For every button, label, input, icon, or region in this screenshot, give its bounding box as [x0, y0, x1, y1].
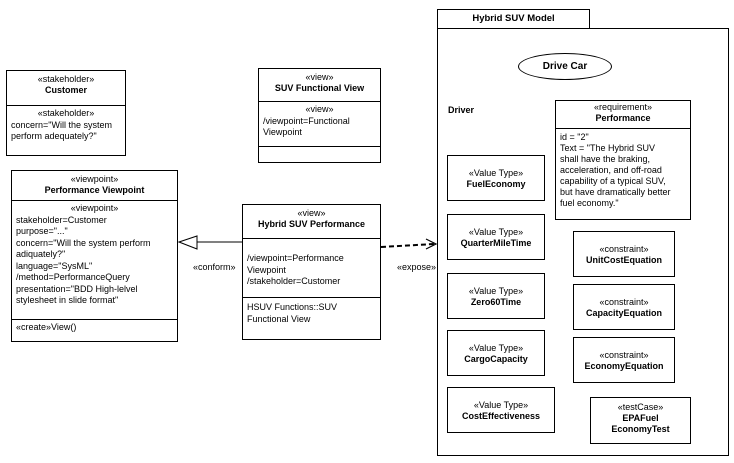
drive-car-usecase[interactable]: Drive Car	[518, 53, 612, 80]
attribute-line: /viewpoint=Performance	[247, 253, 344, 263]
actor-name: Driver	[448, 105, 475, 115]
block-name: CargoCapacity	[464, 354, 528, 364]
stereotype-label: «constraint»	[599, 244, 649, 254]
class-name: Customer	[44, 85, 87, 95]
requirement-line: but have dramatically better	[560, 187, 671, 197]
attribute-line: /viewpoint=Functional	[263, 115, 350, 126]
attribute-line: /method=PerformanceQuery	[16, 272, 130, 282]
attribute-line: /stakeholder=Customer	[247, 276, 341, 286]
class-name: Performance	[595, 113, 651, 123]
stereotype-label: «Value Type»	[468, 227, 524, 237]
attribute-line: presentation="BDD High-lelvel	[16, 283, 138, 294]
stereotype-label: «viewpoint»	[70, 174, 119, 184]
value-type-cargocapacity[interactable]: «Value Type» CargoCapacity	[447, 330, 545, 376]
class-name: Hybrid SUV Performance	[257, 219, 366, 229]
attribute-line: stylesheet in slide format"	[16, 295, 119, 305]
expose-edge	[380, 243, 435, 248]
attribute-line: HSUV Functions::SUV	[247, 302, 338, 312]
customer-stakeholder[interactable]: «stakeholder» Customer «stakeholder» con…	[6, 70, 126, 156]
block-name: CapacityEquation	[585, 308, 662, 318]
block-name: Zero60Time	[470, 297, 522, 307]
attribute-line: Functional View	[247, 313, 311, 324]
class-name: SUV Functional View	[274, 83, 365, 93]
attribute-line: perform adequately?"	[11, 131, 97, 141]
value-type-fueleconomy[interactable]: «Value Type» FuelEconomy	[447, 155, 545, 201]
requirement-line: id = "2"	[560, 132, 589, 142]
block-name: UnitCostEquation	[586, 255, 662, 265]
stereotype-label: «stakeholder»	[37, 74, 95, 84]
stereotype-label: «Value Type»	[468, 286, 524, 296]
stereotype-label: «view»	[305, 72, 334, 82]
requirement-line: capability of a typical SUV,	[560, 176, 666, 186]
attribute-line: Viewpoint	[263, 127, 302, 137]
value-type-costeffectiveness[interactable]: «Value Type» CostEffectiveness	[447, 387, 555, 433]
stereotype-label: «view»	[297, 208, 326, 218]
testcase-epafueleconomytest[interactable]: «testCase» EPAFuel EconomyTest	[590, 397, 691, 444]
requirement-line: acceleration, and off-road	[560, 165, 662, 175]
operation-line: «create»View()	[16, 322, 77, 332]
requirement-line: shall have the braking,	[560, 154, 651, 164]
attribute-line: stakeholder=Customer	[16, 214, 107, 225]
stereotype-label: «constraint»	[599, 350, 649, 360]
block-name: EPAFuel	[622, 413, 659, 423]
attribute-line: concern="Will the system	[11, 119, 112, 130]
stereotype-label: «requirement»	[593, 102, 653, 112]
attribute-line: concern="Will the system perform	[16, 237, 151, 248]
suv-functional-view[interactable]: «view» SUV Functional View «view» /viewp…	[258, 68, 381, 163]
requirement-line: Text = "The Hybrid SUV	[560, 143, 655, 153]
block-name: EconomyEquation	[584, 361, 664, 371]
constraint-unitcostequation[interactable]: «constraint» UnitCostEquation	[573, 231, 675, 277]
stereotype-label: «testCase»	[617, 402, 664, 412]
stereotype-label: «constraint»	[599, 297, 649, 307]
expose-label: «expose»	[397, 262, 437, 272]
value-type-zero60time[interactable]: «Value Type» Zero60Time	[447, 273, 545, 319]
block-name: FuelEconomy	[466, 179, 526, 189]
block-name: QuarterMileTime	[460, 238, 532, 248]
block-name: EconomyTest	[611, 424, 670, 434]
performance-requirement[interactable]: «requirement» Performance id = "2" Text …	[555, 100, 691, 220]
constraint-capacityequation[interactable]: «constraint» CapacityEquation	[573, 284, 675, 330]
hybrid-suv-performance-view[interactable]: «view» Hybrid SUV Performance /viewpoint…	[242, 204, 381, 340]
package-tab[interactable]: Hybrid SUV Model	[437, 9, 590, 29]
value-type-quartermiletime[interactable]: «Value Type» QuarterMileTime	[447, 214, 545, 260]
section-stereotype: «stakeholder»	[37, 108, 95, 118]
constraint-economyequation[interactable]: «constraint» EconomyEquation	[573, 337, 675, 383]
stereotype-label: «Value Type»	[468, 168, 524, 178]
conform-label: «conform»	[193, 262, 236, 272]
performance-viewpoint[interactable]: «viewpoint» Performance Viewpoint «viewp…	[11, 170, 178, 342]
requirement-line: fuel economy."	[560, 198, 619, 208]
attribute-line: Viewpoint	[247, 264, 286, 275]
stereotype-label: «Value Type»	[473, 400, 529, 410]
block-name: CostEffectiveness	[461, 411, 541, 421]
section-stereotype: «view»	[305, 104, 334, 114]
expose-arrowhead	[425, 238, 438, 250]
stereotype-label: «Value Type»	[468, 343, 524, 353]
attribute-line: purpose="..."	[16, 226, 68, 236]
attribute-line: language="SysML"	[16, 260, 93, 271]
attribute-line: adiquately?"	[16, 249, 66, 259]
class-name: Performance Viewpoint	[44, 185, 145, 195]
section-stereotype: «viewpoint»	[70, 203, 119, 213]
conform-arrowhead	[177, 235, 198, 250]
